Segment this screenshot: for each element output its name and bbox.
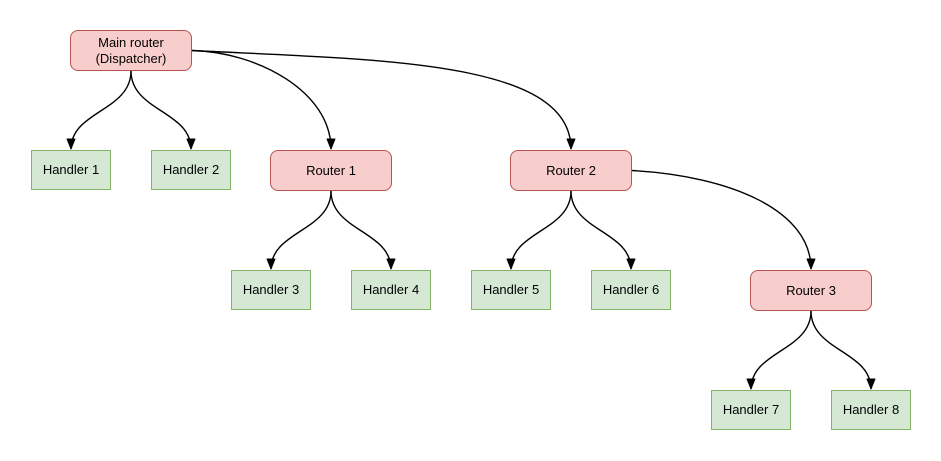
node-handler-5: Handler 5	[471, 270, 551, 310]
node-handler-3-label: Handler 3	[242, 282, 300, 297]
node-handler-6: Handler 6	[591, 270, 671, 310]
edge-router-2-to-handler-6	[570, 190, 636, 270]
node-handler-1-label: Handler 1	[42, 162, 100, 177]
node-handler-1: Handler 1	[31, 150, 111, 190]
node-handler-6-label: Handler 6	[602, 282, 660, 297]
node-handler-8: Handler 8	[831, 390, 911, 430]
node-handler-2: Handler 2	[151, 150, 231, 190]
node-main-router-label: Main router (Dispatcher)	[95, 34, 167, 66]
edge-main-to-router-2	[191, 49, 576, 150]
node-router-3-label: Router 3	[786, 282, 836, 298]
edge-router-2-to-router-3	[631, 169, 816, 270]
node-handler-5-label: Handler 5	[482, 282, 540, 297]
edge-router-2-to-handler-5	[506, 190, 572, 270]
edge-router-3-to-handler-7	[746, 310, 812, 390]
edge-router-1-to-handler-4	[330, 190, 396, 270]
edge-router-1-to-handler-3	[266, 190, 332, 270]
node-handler-4: Handler 4	[351, 270, 431, 310]
node-router-1: Router 1	[270, 150, 392, 191]
node-handler-3: Handler 3	[231, 270, 311, 310]
node-router-2-label: Router 2	[546, 162, 596, 178]
node-router-1-label: Router 1	[306, 162, 356, 178]
node-router-2: Router 2	[510, 150, 632, 191]
node-handler-2-label: Handler 2	[162, 162, 220, 177]
edge-router-3-to-handler-8	[810, 310, 876, 390]
edge-main-to-handler-2	[130, 70, 196, 150]
node-handler-7: Handler 7	[711, 390, 791, 430]
edge-main-to-router-1	[191, 49, 336, 150]
node-handler-8-label: Handler 8	[842, 402, 900, 417]
node-router-3: Router 3	[750, 270, 872, 311]
node-main-router: Main router (Dispatcher)	[70, 30, 192, 71]
node-handler-7-label: Handler 7	[722, 402, 780, 417]
node-handler-4-label: Handler 4	[362, 282, 420, 297]
edge-main-to-handler-1	[66, 70, 132, 150]
